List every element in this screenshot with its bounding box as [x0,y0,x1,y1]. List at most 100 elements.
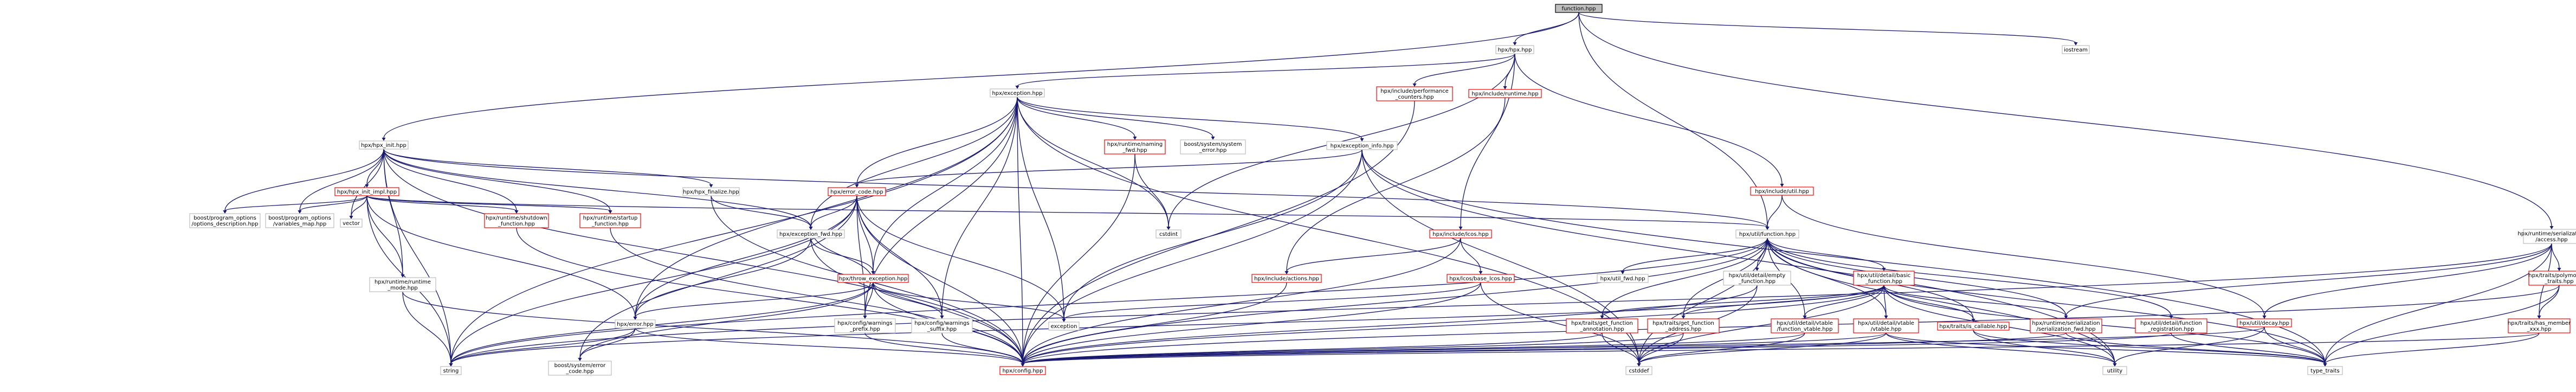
edge-n_exception-to-n_config_warnings_prefix [864,97,1018,317]
node-utility[interactable]: utility [2102,366,2127,375]
edge-n_startup-to-n_config [610,227,1023,364]
edge-n_hpx_init-to-n_shutdown [383,149,517,211]
edge-n_exception-to-n_boost_system_error [1017,97,1213,138]
node-box [615,319,656,329]
node-util-decay[interactable]: hpx/util/decay.hpp [2237,318,2292,327]
arrowhead-n_serialization_access-to-n_traits_polymorphic [2557,268,2561,271]
arrowhead-n_throw_exception-to-n_exception_fwd [809,227,813,230]
node-label: hpx/traits/get_function_annotation.hpp [1571,320,1633,332]
node-error-hpp[interactable]: hpx/error.hpp [615,319,656,329]
node-vector[interactable]: vector [340,219,363,228]
node-hpx[interactable]: hpx/hpx.hpp [1495,45,1534,54]
node-config[interactable]: hpx/config.hpp [999,366,1046,375]
node-error-code[interactable]: hpx/error_code.hpp [828,187,886,196]
node-util-detail-fn-reg[interactable]: hpx/util/detail/function_registration.hp… [2135,318,2207,333]
node-perf[interactable]: hpx/include/performance_counters.hpp [1376,86,1453,101]
node-exception-std[interactable]: exception [1048,322,1080,331]
node-label: hpx/util/detail/vtable/function_vtable.h… [1777,320,1833,332]
node-startup[interactable]: hpx/runtime/startup_function.hpp [579,213,641,228]
edge-n_config_warnings_suffix-to-n_config [941,332,1023,364]
node-label-line: hpx/runtime/naming [1107,142,1163,147]
node-runtime-naming[interactable]: hpx/runtime/naming_fwd.hpp [1104,139,1166,155]
node-serialization-fwd[interactable]: hpx/runtime/serialization/serialization_… [2030,318,2102,333]
node-util-detail-vtable-vtable[interactable]: hpx/util/detail/vtable/vtable.hpp [1853,318,1919,333]
node-label: boost/system/system_error.hpp [1184,142,1242,153]
node-throw-exception[interactable]: hpx/throw_exception.hpp [837,274,909,283]
node-label-line: boost/program_options [193,215,256,221]
edge-n_exception-to-n_runtime_naming [1017,97,1135,138]
node-label: hpx/include/performance_counters.hpp [1380,88,1449,100]
node-traits-get-fn-address[interactable]: hpx/traits/get_function_address.hpp [1647,318,1720,333]
node-label-line: hpx/hpx.hpp [1498,47,1532,53]
node-label: hpx/runtime/runtime_mode.hpp [375,279,431,291]
node-exception-fwd[interactable]: hpx/exception_fwd.hpp [777,229,845,239]
arrowhead-n_util_detail_basic-to-n_traits_get_fn_annotation [1600,316,1604,319]
node-string[interactable]: string [440,366,462,375]
node-exception-info[interactable]: hpx/exception_info.hpp [1326,141,1398,150]
node-config-warnings-suffix[interactable]: hpx/config/warnings_suffix.hpp [911,318,973,333]
node-runtime-inc[interactable]: hpx/include/runtime.hpp [1468,89,1542,98]
edge-n_throw_exception-to-n_config_warnings_suffix [873,282,942,317]
node-traits-is-callable[interactable]: hpx/traits/is_callable.hpp [1937,322,2010,331]
node-label: hpx/runtime/startup_function.hpp [583,215,638,227]
node-traits-has-member[interactable]: hpx/traits/has_member_xxx.hpp [2508,318,2571,333]
node-util-fwd[interactable]: hpx/util_fwd.hpp [1597,274,1649,283]
node-actions[interactable]: hpx/include/actions.hpp [1251,274,1322,283]
node-boost-system-error[interactable]: boost/system/system_error.hpp [1180,139,1246,155]
arrowhead-n_exception_fwd-to-n_throw_exception [871,271,875,274]
node-util-detail-basic[interactable]: hpx/util/detail/basic_function.hpp [1853,271,1915,286]
node-util-detail-vtable-function[interactable]: hpx/util/detail/vtable/function_vtable.h… [1771,318,1839,333]
edge-n_hpx_init-to-n_boost_po_vm [299,149,384,211]
node-hpx-finalize[interactable]: hpx/hpx_finalize.hpp [682,187,740,196]
node-boost-system-error-code[interactable]: boost/system/error_code.hpp [548,361,612,376]
node-cstddef[interactable]: cstddef [1625,366,1652,375]
node-boost-po-vm[interactable]: boost/program_options/variables_map.hpp [265,213,334,228]
node-box [1326,141,1398,150]
arrowhead-n_hpx-to-n_lcos [1458,227,1463,230]
node-label-line: boost/program_options [268,215,331,221]
edge-n_hpx_init_impl-to-n_vector [351,195,367,217]
node-box [579,213,641,228]
arrowhead-n_lcos-to-n_actions [1284,271,1289,274]
node-box [1251,274,1322,283]
node-traits-polymorphic[interactable]: hpx/traits/polymorphic_traits.hpp [2528,271,2576,286]
node-boost-po-desc[interactable]: boost/program_options/options_descriptio… [189,213,261,228]
node-label: type_traits [2310,368,2339,374]
node-label: hpx/throw_exception.hpp [839,276,908,282]
node-iostream[interactable]: iostream [2062,45,2090,54]
edge-n_error_hpp-to-n_string [450,327,636,364]
node-util-detail-empty[interactable]: hpx/util/detail/empty_function.hpp [1723,271,1791,286]
node-box [682,187,740,196]
node-box [2102,366,2127,375]
node-traits-get-fn-annotation[interactable]: hpx/traits/get_function_annotation.hpp [1566,318,1638,333]
edge-n_hpx_init-to-n_boost_po_desc [224,149,384,211]
node-label: string [443,368,459,374]
node-util-hpp[interactable]: hpx/include/util.hpp [1750,187,1814,196]
node-runtime-mode[interactable]: hpx/runtime/runtime_mode.hpp [369,277,436,292]
node-label-line: hpx/error.hpp [617,322,653,327]
node-type-traits[interactable]: type_traits [2307,366,2343,375]
edge-n_util_function-to-n_type_traits [1767,237,2326,364]
node-exception[interactable]: hpx/exception.hpp [990,88,1045,98]
node-label-line: hpx/exception_fwd.hpp [779,232,842,237]
node-shutdown[interactable]: hpx/runtime/shutdown_function.hpp [484,213,549,228]
edge-n_lcos-to-n_config [1022,237,1461,364]
node-cstdint[interactable]: cstdint [1155,229,1182,239]
arrowhead-n_function-to-n_serialization_access [2549,226,2554,229]
arrowhead-n_hpx_init_impl-to-n_boost_po_desc [223,210,227,214]
node-lcos[interactable]: hpx/include/lcos.hpp [1429,229,1492,239]
node-config-warnings-prefix[interactable]: hpx/config/warnings_prefix.hpp [834,318,896,333]
edge-n_error_code-to-n_exception_std [856,195,1064,320]
node-label: hpx/runtime/serialization/access.hpp [2517,231,2576,243]
node-hpx-init[interactable]: hpx/hpx_init.hpp [359,140,409,150]
node-util-function[interactable]: hpx/util/function.hpp [1735,229,1799,239]
edge-n_hpx_init-to-n_hpx_finalize [383,149,712,185]
node-box [369,277,436,292]
edge-n_hpx_init-to-n_vector [351,149,384,217]
edge-n_function-to-n_iostream [1578,12,2076,43]
node-hpx-init-impl[interactable]: hpx/hpx_init_impl.hpp [334,187,399,196]
node-lcos-base[interactable]: hpx/lcos/base_lcos.hpp [1447,274,1515,283]
node-label: iostream [2064,47,2088,53]
node-serialization-access[interactable]: hpx/runtime/serialization/access.hpp [2517,229,2576,244]
node-label: hpx/util/function.hpp [1739,232,1796,237]
